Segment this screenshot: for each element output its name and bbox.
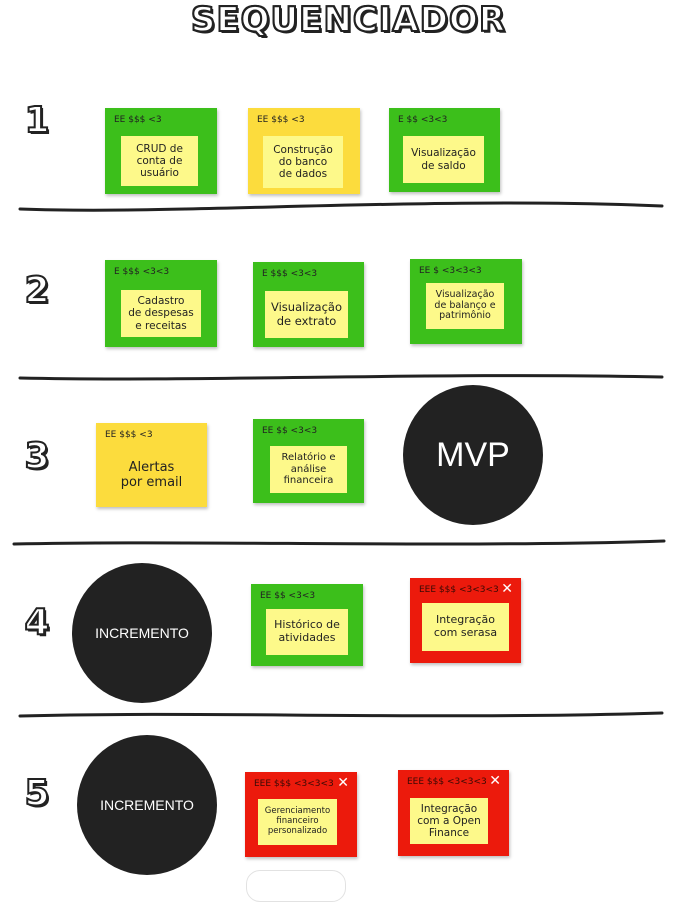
- row-number-2: 2: [23, 270, 50, 312]
- sticky-note-historico[interactable]: EE $$ <3<3 Histórico de atividades: [251, 584, 363, 666]
- note-tag: E $$ <3<3: [398, 115, 448, 125]
- note-text: Integração com a Open Finance: [410, 798, 488, 844]
- row-number-1: 1: [23, 100, 50, 142]
- sticky-note-crud[interactable]: EE $$$ <3 CRUD de conta de usuário: [105, 108, 217, 194]
- sticky-note-cadastro[interactable]: E $$$ <3<3 Cadastro de despesas e receit…: [105, 260, 217, 347]
- close-icon[interactable]: ✕: [501, 581, 513, 597]
- sticky-note-relatorio[interactable]: EE $$ <3<3 Relatório e análise financeir…: [253, 419, 364, 503]
- sticky-note-serasa[interactable]: EEE $$$ <3<3<3 ✕ Integração com serasa: [410, 578, 521, 663]
- page-title: SEQUENCIADOR: [190, 0, 507, 41]
- incremento-label: INCREMENTO: [95, 625, 189, 641]
- sticky-note-alertas[interactable]: EE $$$ <3 Alertas por email: [96, 423, 207, 507]
- partial-shape: [246, 870, 346, 902]
- note-tag: E $$$ <3<3: [262, 269, 318, 279]
- mvp-circle: MVP: [403, 385, 543, 525]
- note-tag: EEE $$$ <3<3<3: [407, 777, 487, 787]
- note-text: Visualização de saldo: [403, 136, 484, 183]
- close-icon[interactable]: ✕: [337, 775, 349, 791]
- incremento-circle-row5: INCREMENTO: [77, 735, 217, 875]
- note-tag: EE $$$ <3: [257, 115, 305, 125]
- note-tag: EE $ <3<3<3: [419, 266, 482, 276]
- note-text: Gerenciamento financeiro personalizado: [258, 799, 337, 845]
- row-number-5: 5: [23, 773, 50, 815]
- note-text: Integração com serasa: [422, 603, 509, 651]
- incremento-circle-row4: INCREMENTO: [72, 563, 212, 703]
- sticky-note-balanco[interactable]: EE $ <3<3<3 Visualização de balanço e pa…: [410, 259, 522, 344]
- close-icon[interactable]: ✕: [489, 773, 501, 789]
- row-dividers: [12, 201, 666, 718]
- row-number-3: 3: [23, 436, 50, 478]
- note-tag: EE $$$ <3: [114, 115, 162, 125]
- divider-1: [18, 201, 664, 212]
- note-tag: EE $$ <3<3: [262, 426, 318, 436]
- divider-2: [18, 374, 664, 381]
- note-tag: EE $$ <3<3: [260, 591, 316, 601]
- note-tag: E $$$ <3<3: [114, 267, 170, 277]
- divider-3: [12, 539, 666, 546]
- note-text: Visualização de extrato: [265, 291, 348, 338]
- sticky-note-banco[interactable]: EE $$$ <3 Construção do banco de dados: [248, 108, 360, 194]
- note-tag: EEE $$$ <3<3<3: [254, 779, 334, 789]
- incremento-label: INCREMENTO: [100, 797, 194, 813]
- note-text: Alertas por email: [120, 460, 183, 490]
- sticky-note-saldo[interactable]: E $$ <3<3 Visualização de saldo: [389, 108, 500, 192]
- row-number-4: 4: [23, 602, 50, 644]
- mvp-label: MVP: [436, 435, 510, 474]
- divider-4: [18, 711, 664, 718]
- note-text: Histórico de atividades: [266, 609, 348, 655]
- sticky-note-openfinance[interactable]: EEE $$$ <3<3<3 ✕ Integração com a Open F…: [398, 770, 509, 856]
- note-text: Relatório e análise financeira: [270, 446, 347, 493]
- sticky-note-extrato[interactable]: E $$$ <3<3 Visualização de extrato: [253, 262, 364, 347]
- note-tag: EE $$$ <3: [105, 430, 153, 440]
- note-text: Visualização de balanço e patrimônio: [426, 283, 504, 329]
- note-text: Construção do banco de dados: [263, 136, 343, 188]
- note-tag: EEE $$$ <3<3<3: [419, 585, 499, 595]
- note-text: CRUD de conta de usuário: [121, 136, 198, 186]
- note-text: Cadastro de despesas e receitas: [121, 290, 201, 337]
- sticky-note-gerenciamento[interactable]: EEE $$$ <3<3<3 ✕ Gerenciamento financeir…: [245, 772, 357, 857]
